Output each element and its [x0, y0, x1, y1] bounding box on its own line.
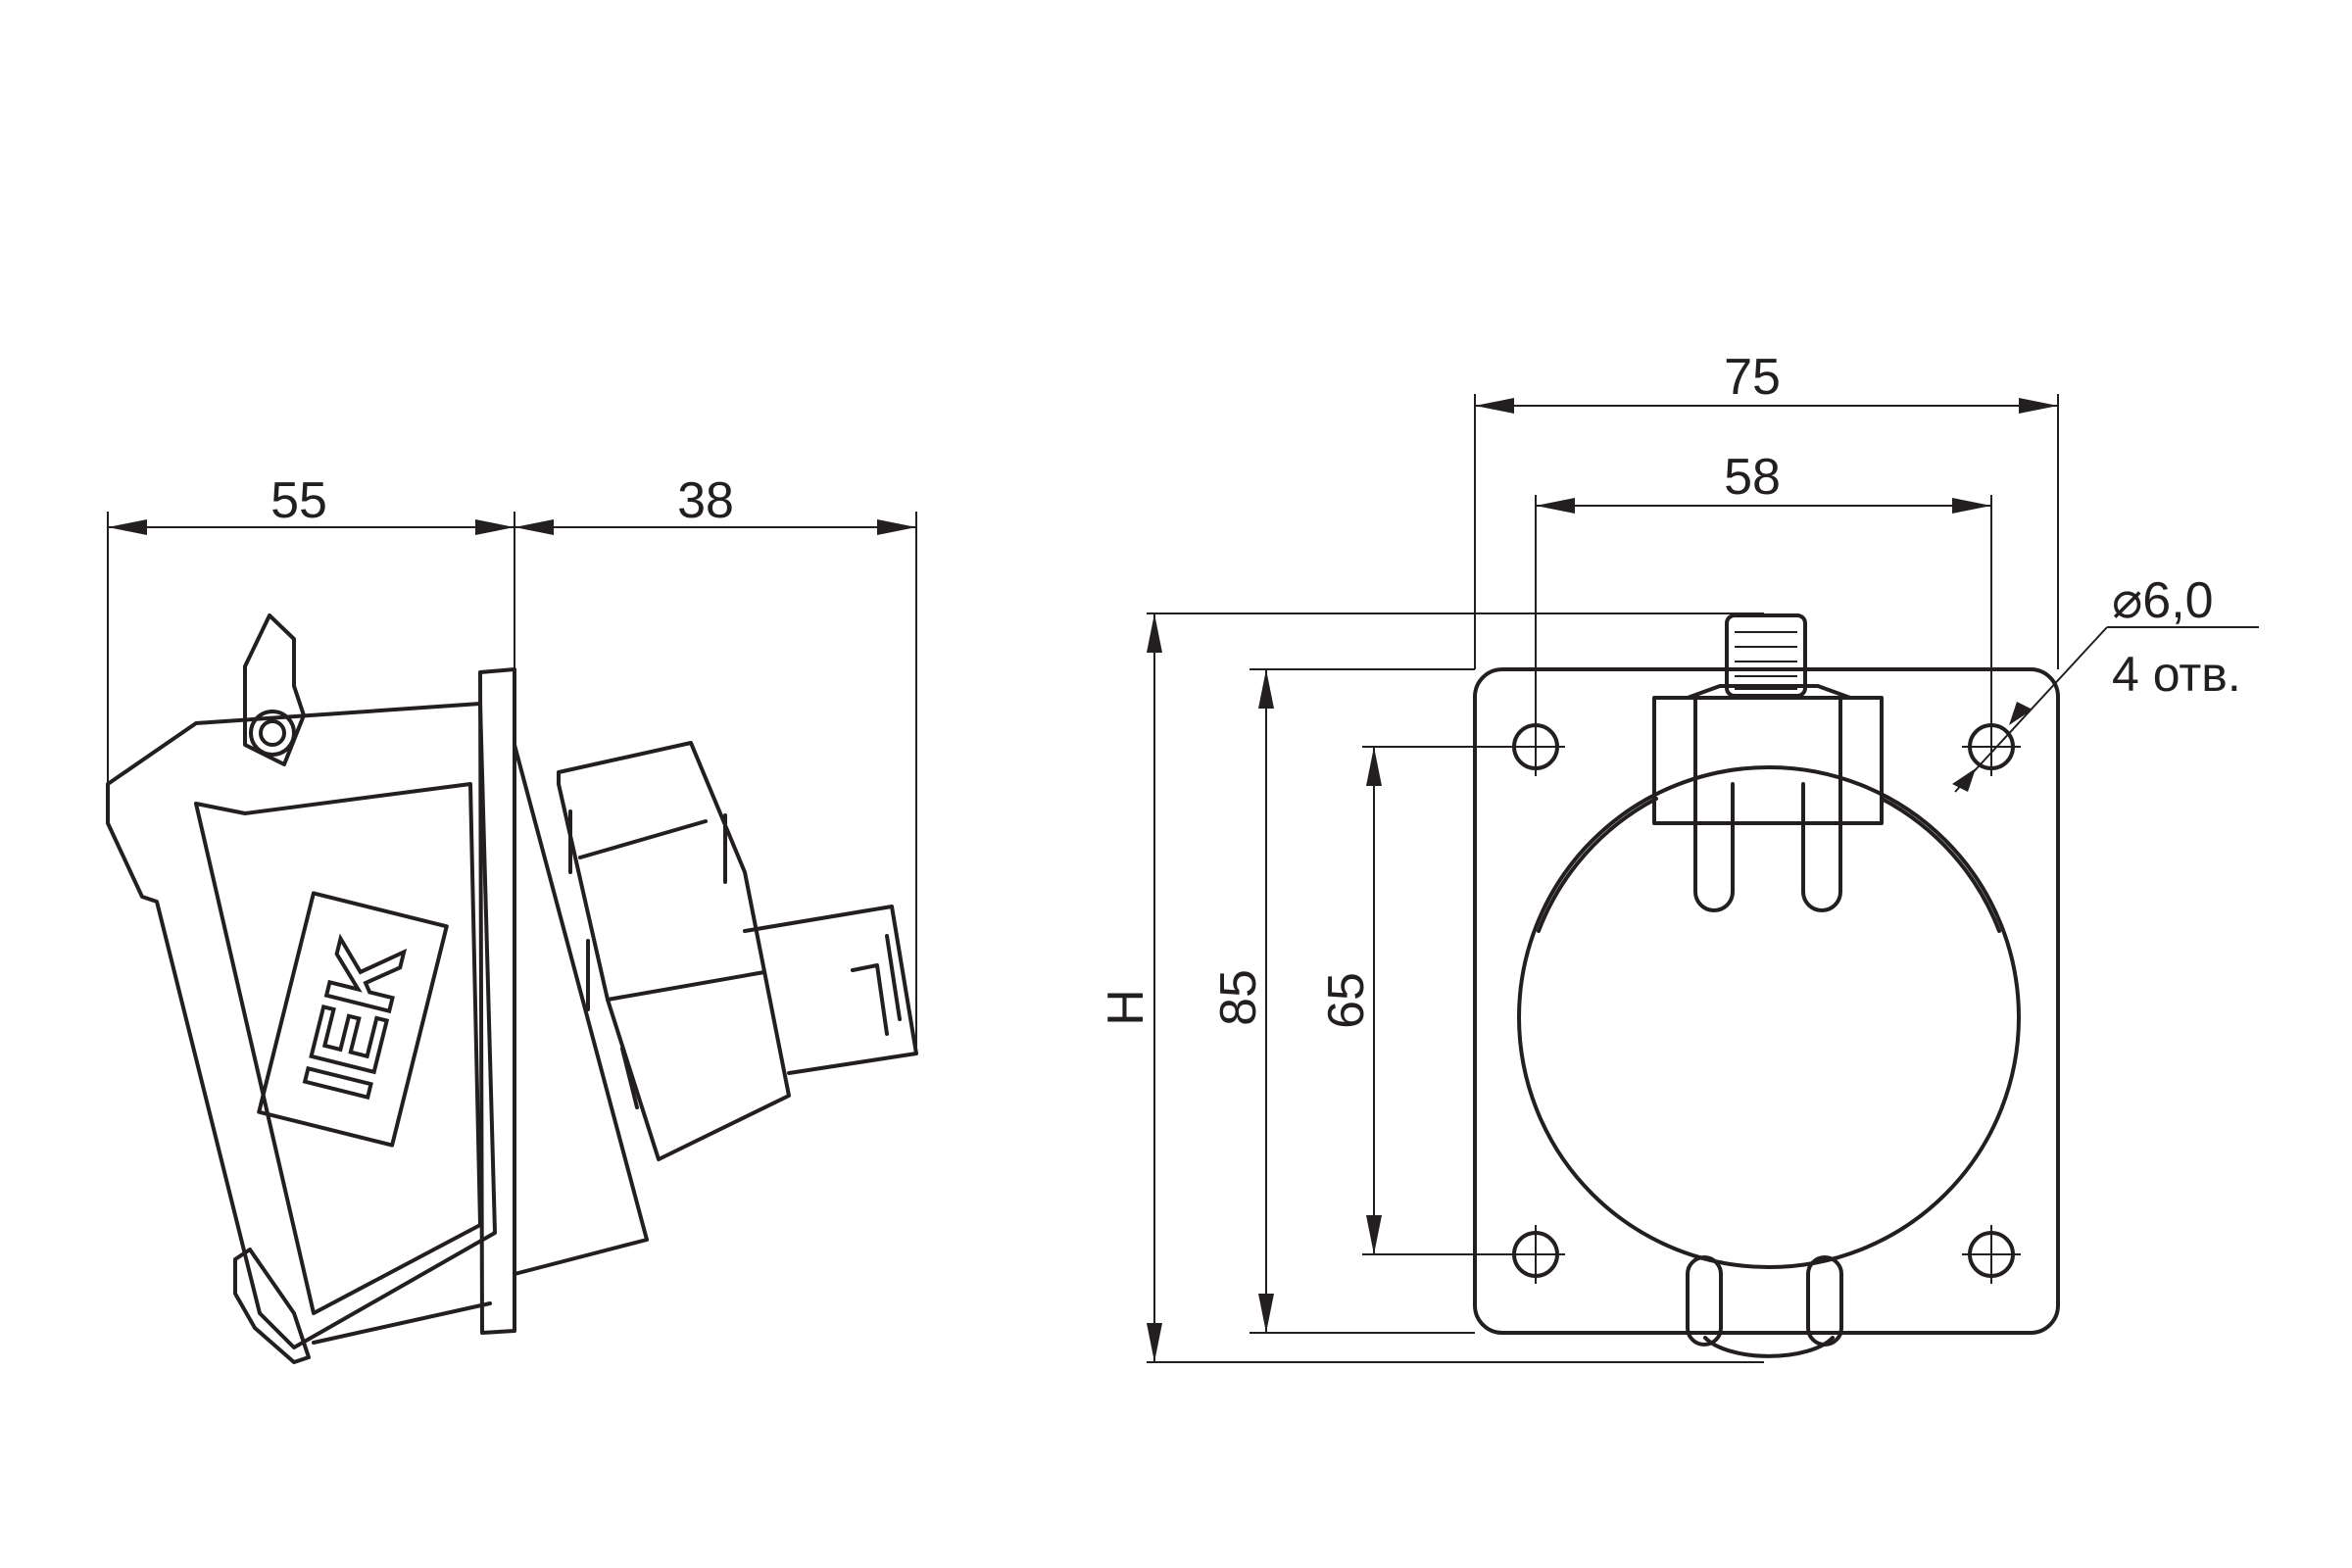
- svg-text:IEK: IEK: [284, 931, 424, 1108]
- hole-spacing-x-label: 58: [1724, 449, 1781, 506]
- height-label: 85: [1210, 969, 1267, 1026]
- socket-front-block: [557, 741, 791, 1161]
- lid-hinge: [1652, 696, 1884, 825]
- hinge-pin-icon: [249, 710, 296, 757]
- dimension-overall-height: H: [1098, 613, 1162, 1362]
- height-symbol-label: H: [1098, 989, 1154, 1026]
- contact-tube: [743, 905, 918, 1075]
- dimension-hole-spacing-x: 58: [1536, 449, 1991, 514]
- housing-inner-panel: [194, 782, 482, 1315]
- hole-spacing-y-label: 65: [1318, 972, 1375, 1029]
- dimension-protrusion: 38: [514, 472, 916, 535]
- front-flange: [1473, 667, 2060, 1335]
- depth-label: 55: [270, 472, 327, 529]
- bottom-latch: [233, 1248, 311, 1364]
- mounting-flange: [478, 667, 516, 1335]
- hole-count-label: 4 отв.: [2112, 647, 2241, 702]
- grip-tab-icon: [1725, 613, 1807, 698]
- iek-logo: IEK: [257, 891, 449, 1148]
- front-view: 75 58 H 85 65: [1098, 349, 2259, 1363]
- dimension-flange-width: 75: [1475, 349, 2058, 414]
- protrusion-label: 38: [677, 472, 734, 529]
- housing-body: [106, 702, 497, 1349]
- dimension-depth: 55: [108, 472, 514, 535]
- side-view: IEK 55 38: [106, 472, 918, 1364]
- lid-lever: [243, 613, 306, 766]
- hole-diameter-callout: ⌀6,0 4 отв.: [1952, 572, 2259, 793]
- latch-slot: [1686, 1255, 1723, 1347]
- flange-width-label: 75: [1724, 349, 1781, 406]
- hole-diameter-label: ⌀6,0: [2112, 572, 2214, 629]
- latch-slot: [1806, 1255, 1843, 1347]
- socket-lid: [1517, 765, 2021, 1269]
- dimension-height: 85: [1210, 669, 1274, 1333]
- dimension-hole-spacing-y: 65: [1318, 747, 1382, 1254]
